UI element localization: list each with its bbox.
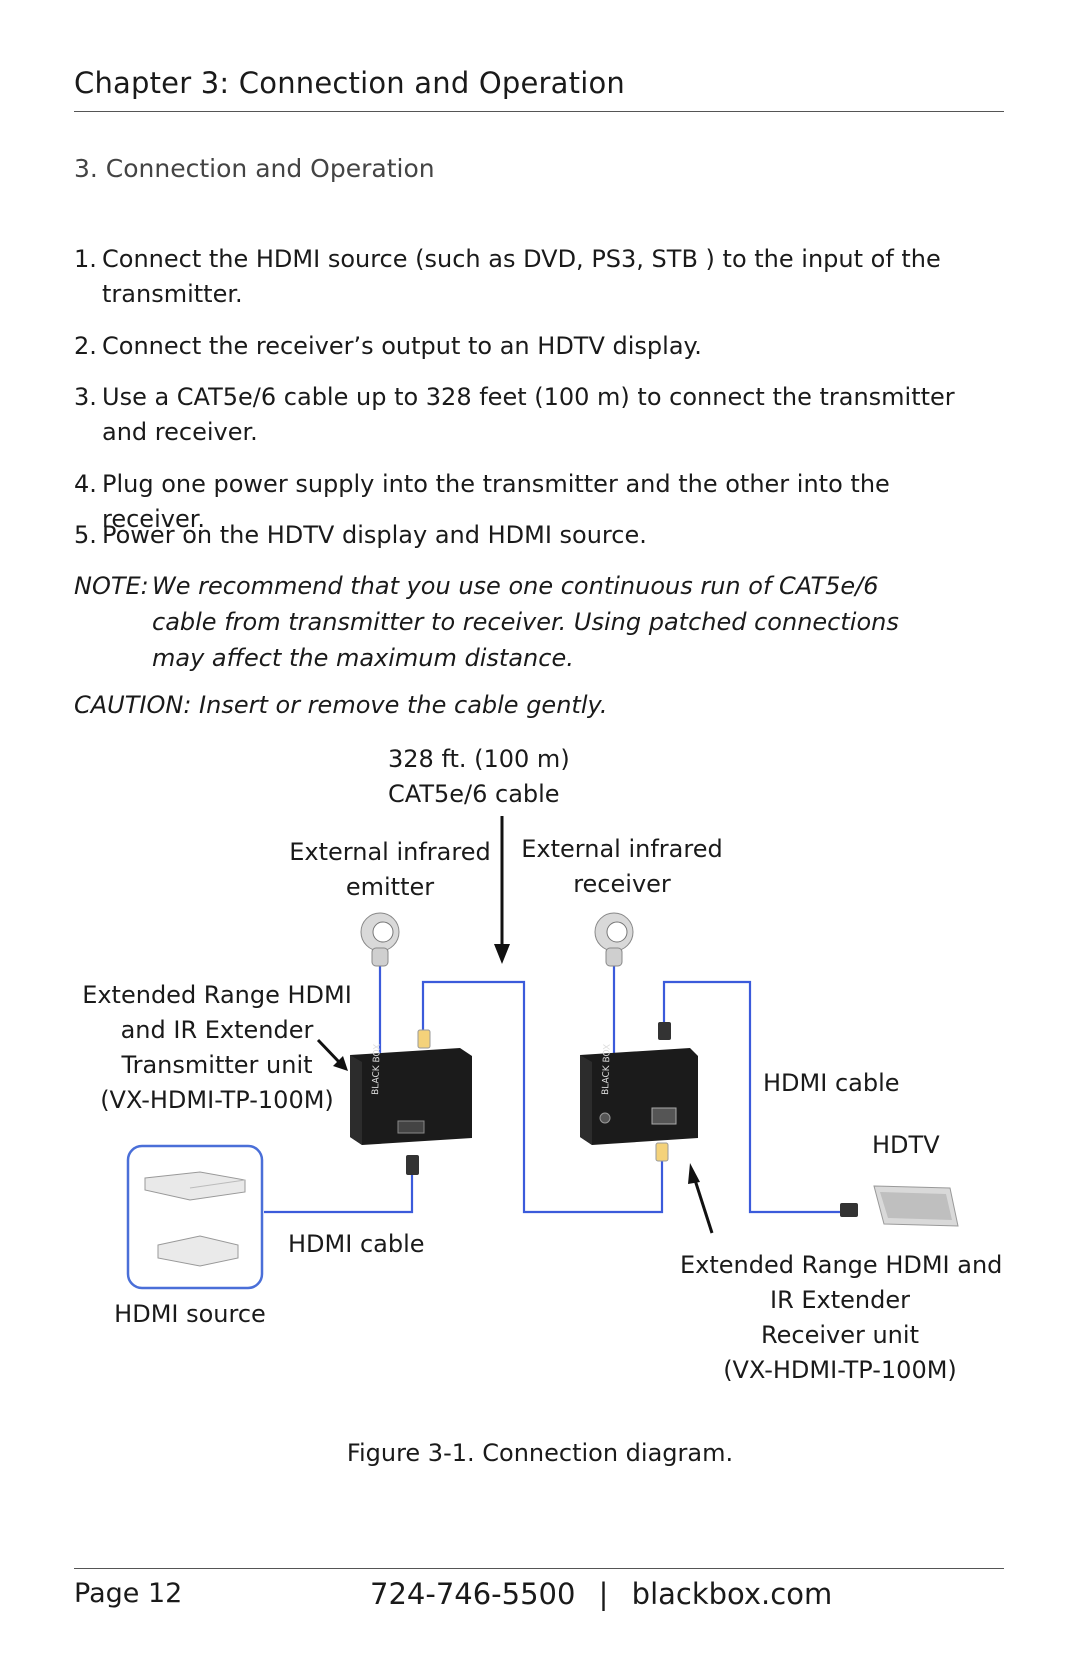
label-line: External infrared (289, 838, 491, 866)
device-brand: BLACK BOX (371, 1044, 383, 1095)
step-text: Use a CAT5e/6 cable up to 328 feet (100 … (102, 383, 955, 446)
phone-number: 724-746-5500 (370, 1577, 576, 1611)
transmitter-unit-icon: BLACK BOX (350, 1044, 472, 1145)
label-line: Extended Range HDMI and (680, 1251, 1003, 1279)
hdmi-cable-right-label: HDMI cable (763, 1069, 900, 1097)
hdtv-label: HDTV (872, 1131, 940, 1159)
hdmi-source-label: HDMI source (114, 1300, 266, 1328)
label-line: Receiver unit (761, 1321, 919, 1349)
chapter-title: Chapter 3: Connection and Operation (74, 66, 626, 100)
hdtv-icon (873, 1185, 959, 1227)
rj45-plug (417, 1029, 431, 1049)
hdmi-cable-left-label: HDMI cable (288, 1230, 425, 1258)
cable-type-label: CAT5e/6 cable (388, 780, 560, 808)
ir-receiver-icon (594, 912, 634, 967)
step-number: 3. (74, 383, 97, 411)
label-line: Extended Range HDMI (82, 981, 352, 1009)
label-line: receiver (573, 870, 671, 898)
footer-separator: | (598, 1577, 609, 1611)
cable-length-label: 328 ft. (100 m) (388, 745, 570, 773)
caution-text: CAUTION: Insert or remove the cable gent… (74, 691, 608, 719)
step-text: Plug one power supply into the transmitt… (102, 470, 890, 533)
hdmi-source-wire (264, 1173, 414, 1214)
cat6-wire (421, 980, 664, 1214)
transmitter-arrow (316, 1038, 342, 1065)
step-text: Connect the HDMI source (such as DVD, PS… (102, 245, 941, 308)
rj45-plug (655, 1142, 669, 1162)
device-brand: BLACK BOX (601, 1044, 613, 1095)
step-number: 5. (74, 521, 97, 549)
ir-receiver-label: External infrared receiver (512, 832, 732, 902)
label-line: External infrared (521, 835, 723, 863)
website-link[interactable]: blackbox.com (631, 1577, 833, 1611)
transmitter-arrow-head (333, 1056, 348, 1071)
section-title: 3. Connection and Operation (74, 154, 435, 183)
header-rule (74, 111, 1004, 112)
label-line: IR Extender (769, 1286, 910, 1314)
receiver-arrow (693, 1179, 714, 1234)
hdmi-plug (406, 1155, 419, 1175)
hdtv-wire (662, 980, 840, 1214)
note-text: We recommend that you use one continuous… (152, 572, 899, 672)
footer-contact: 724-746-5500 | blackbox.com (370, 1577, 832, 1611)
note-label: NOTE: (74, 572, 149, 600)
label-line: and IR Extender (120, 1016, 314, 1044)
ir-emitter-label: External infrared emitter (280, 835, 500, 905)
step-number: 4. (74, 470, 97, 498)
figure-caption: Figure 3-1. Connection diagram. (346, 1439, 734, 1467)
label-line: (VX-HDMI-TP-100M) (723, 1356, 957, 1384)
receiver-unit-icon: BLACK BOX (580, 1044, 698, 1145)
label-line: (VX-HDMI-TP-100M) (100, 1086, 334, 1114)
page-number: Page 12 (74, 1578, 183, 1609)
receiver-label: Extended Range HDMI and IR Extender Rece… (680, 1248, 1003, 1388)
rj45-plug (658, 1022, 671, 1040)
footer-rule (74, 1568, 1004, 1569)
note: NOTE: We recommend that you use one cont… (74, 568, 974, 676)
step-2: 2. Connect the receiver’s output to an H… (74, 329, 974, 364)
connection-diagram: BLACK BOX BLACK BOX (126, 816, 959, 1290)
ir-emitter-icon (360, 912, 400, 967)
step-3: 3. Use a CAT5e/6 cable up to 328 feet (1… (74, 380, 974, 450)
dvd-player-icon (144, 1171, 246, 1201)
step-number: 2. (74, 332, 97, 360)
receiver-arrow-head (688, 1163, 700, 1184)
step-text: Connect the receiver’s output to an HDTV… (102, 332, 702, 360)
label-line: emitter (345, 873, 435, 901)
wires (264, 950, 840, 1214)
hdmi-plug (840, 1203, 858, 1217)
hdmi-source-frame (126, 1144, 264, 1290)
cable-arrow-head (494, 944, 510, 964)
label-line: Transmitter unit (121, 1051, 313, 1079)
step-5: 5. Power on the HDTV display and HDMI so… (74, 518, 974, 553)
step-4: 4. Plug one power supply into the transm… (74, 467, 974, 537)
step-text: Power on the HDTV display and HDMI sourc… (102, 521, 647, 549)
step-number: 1. (74, 245, 97, 273)
transmitter-label: Extended Range HDMI and IR Extender Tran… (72, 978, 362, 1118)
set-top-box-icon (157, 1235, 239, 1267)
step-1: 1. Connect the HDMI source (such as DVD,… (74, 242, 974, 312)
